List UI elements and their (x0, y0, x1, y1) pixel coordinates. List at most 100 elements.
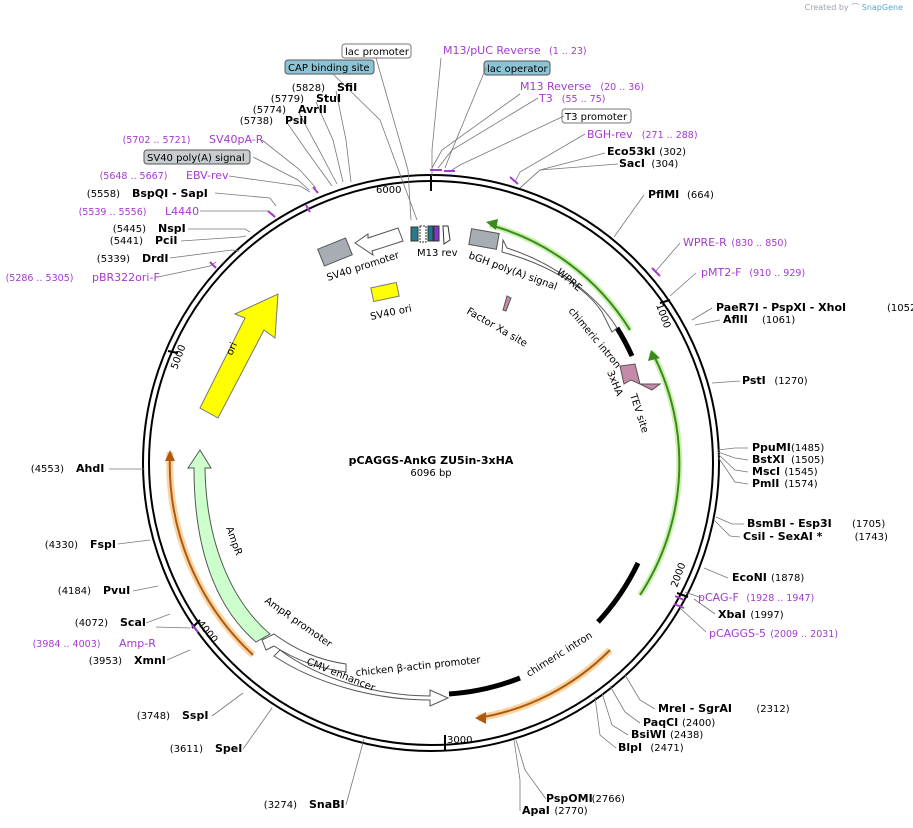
site-pspomi: (2766)PspOMI (546, 792, 625, 805)
feature-chimeric-intron-1: chimeric intron (566, 306, 623, 371)
credit-created-by: Created by (804, 3, 849, 12)
site-name: PspOMI (546, 792, 593, 805)
orange-arc-left-line (168, 451, 254, 656)
site-position: (5445) (113, 224, 146, 235)
cmv-enhancer-arrow (273, 649, 450, 707)
site-name: BspQI - SapI (132, 187, 208, 200)
feature-sv40-ori: SV40 ori (369, 303, 412, 323)
site-name: DrdI (142, 252, 169, 265)
site-name: NspI (158, 222, 186, 235)
primer-l4440: L4440(5539 .. 5556) (79, 205, 200, 218)
green-arc-top-arrowhead (486, 219, 498, 230)
site-name: PaqCI (643, 716, 678, 729)
tick-5000: 5000 (169, 343, 188, 371)
tick-1000: 1000 (653, 302, 672, 330)
primer-range: (5648 .. 5667) (100, 171, 168, 182)
site-name: BlpI (618, 741, 642, 754)
site-position: (2400) (682, 718, 715, 729)
boxed-t3-promoter-label: T3 promoter (564, 112, 628, 123)
boxed-feature-cap-binding: CAP binding site (284, 59, 375, 75)
primer-range: (2009 .. 2031) (770, 629, 838, 640)
site-name: StuI (316, 92, 341, 105)
site-position: (1052) (887, 303, 913, 314)
site-position: (3274) (264, 800, 297, 811)
sv40-polya-gray-box (317, 237, 353, 267)
primer-range: (1 .. 23) (549, 46, 587, 57)
orange-arc-bottom-line (477, 649, 611, 719)
ori-arrow (199, 293, 279, 419)
primer-range: (55 .. 75) (562, 94, 606, 105)
primer-name: BGH-rev (587, 128, 633, 141)
primer-pcag-f: pCAG-F(1928 .. 1947) (698, 591, 814, 604)
site-position: (302) (659, 147, 686, 158)
primer-range: (20 .. 36) (600, 82, 644, 93)
plasmid-name: pCAGGS-AnkG ZU5in-3xHA (349, 454, 514, 467)
primer-name: EBV-rev (186, 169, 229, 182)
site-aflii: (1061)AflII (723, 313, 795, 326)
site-drdi: (5339)DrdI (97, 252, 169, 265)
site-ahdi: (4553)AhdI (31, 462, 105, 475)
site-name: Eco53kI (607, 145, 655, 158)
primer-markers (191, 169, 685, 633)
site-apai: (2770)ApaI (522, 804, 588, 817)
site-position: (4072) (75, 618, 108, 629)
site-msci: (1545)MscI (752, 465, 818, 478)
lac-operator-block (427, 225, 434, 242)
site-name: PaeR7I - PspXI - XhoI (716, 301, 846, 314)
orange-arc-bottom-arrowhead (475, 712, 486, 724)
site-position: (5779) (271, 94, 304, 105)
site-position: (1878) (771, 573, 804, 584)
site-xbai: (1997)XbaI (718, 608, 784, 621)
primer-name: M13/pUC Reverse (443, 44, 541, 57)
site-position: (2471) (650, 743, 683, 754)
site-name: PsiI (285, 114, 307, 127)
site-position: (664) (687, 190, 714, 201)
site-blpi: (2471) BlpI (618, 741, 684, 754)
feature-m13-rev: M13 rev (417, 248, 458, 259)
site-position: (2770) (554, 806, 587, 817)
primer-bgh-rev: BGH-rev (271 .. 288) (587, 128, 698, 141)
restriction-site-labels: (5828)SfiI(5779)StuI(5774)AvrII(5738)Psi… (31, 81, 913, 817)
primer-ebv-rev: EBV-rev (5648 .. 5667) (100, 169, 229, 182)
site-position: (5738) (240, 116, 273, 127)
site-eco53ki: (302) Eco53kI (607, 145, 686, 158)
green-arc-top-line (489, 224, 631, 331)
site-position: (5828) (292, 83, 325, 94)
site-position: (1485) (791, 443, 824, 454)
site-name: SacI (619, 157, 645, 170)
site-bspqi-sapi: (5558)BspQI - SapI (87, 187, 208, 200)
site-position: (2766) (592, 794, 625, 805)
ampr-promoter-arrow (261, 633, 347, 673)
primer-name: Amp-R (119, 637, 156, 650)
sv40-ori-box (370, 281, 400, 303)
site-name: XbaI (718, 608, 746, 621)
leader-lines (109, 57, 749, 811)
lac-promoter-block (419, 225, 427, 243)
primer-range: (271 .. 288) (642, 130, 698, 141)
site-position: (1061) (762, 315, 795, 326)
site-position: (1505) (791, 455, 824, 466)
site-psti: (1270)PstI (742, 374, 808, 387)
ampr-arrow (187, 449, 271, 643)
bgh-polya-box (468, 228, 500, 250)
primer-pbr322ori-f: pBR322ori-F(5286 .. 5305) (6, 271, 160, 284)
site-name: ScaI (120, 616, 146, 629)
site-name: XmnI (134, 654, 166, 667)
site-econi: (1878)EcoNI (732, 571, 804, 584)
site-position: (4330) (45, 540, 78, 551)
site-pflmi: (664) PflMI (648, 188, 714, 201)
primer-name: pMT2-F (701, 266, 742, 279)
boxed-sv40-polya-label: SV40 poly(A) signal (147, 153, 245, 164)
primer-pmt2-f: pMT2-F(910 .. 929) (701, 266, 805, 279)
primer-sv40pa-r: SV40pA-R(5702 .. 5721) (123, 133, 264, 146)
boxed-feature-lac-promoter: lac promoter (341, 43, 412, 59)
site-stui: (5779) StuI (271, 92, 341, 105)
boxed-feature-sv40-polya: SV40 poly(A) signal (143, 149, 251, 165)
site-position: (1574) (784, 479, 817, 490)
site-name: PflMI (648, 188, 679, 201)
primer-name: L4440 (165, 205, 199, 218)
primer-name: SV40pA-R (209, 133, 264, 146)
primer-name: pBR322ori-F (92, 271, 160, 284)
boxed-feature-lac-operator: lac operator (483, 60, 551, 76)
